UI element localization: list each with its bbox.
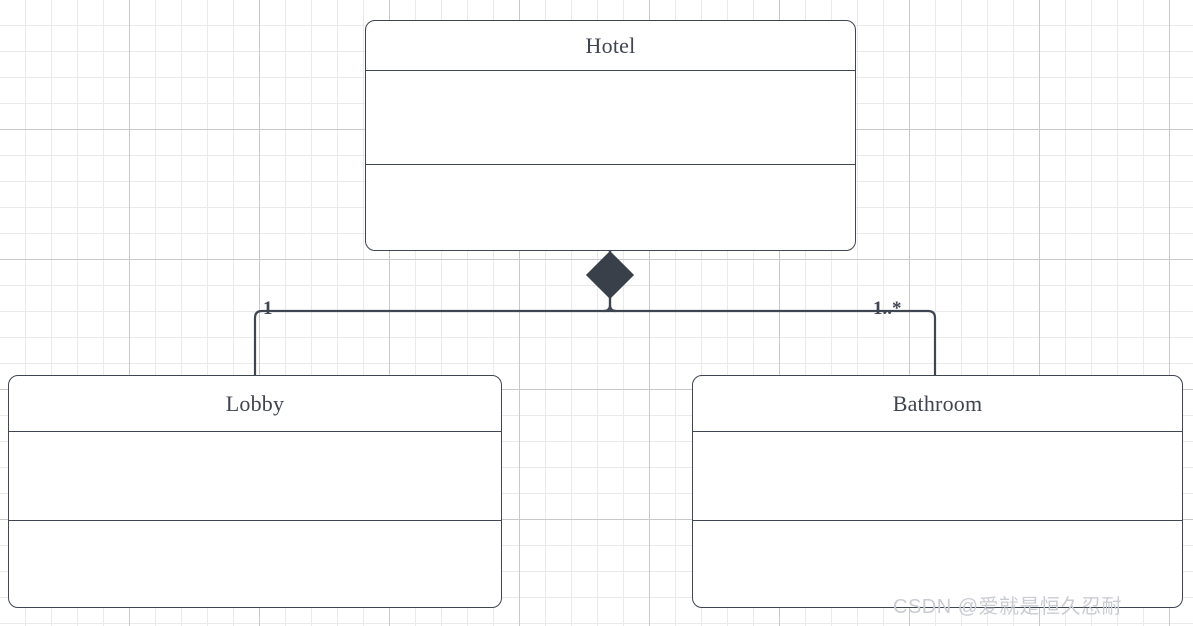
uml-class-hotel[interactable]: Hotel — [365, 20, 856, 251]
uml-class-lobby-title: Lobby — [9, 376, 501, 432]
uml-class-hotel-operations — [366, 165, 855, 250]
multiplicity-label-bathroom: 1..* — [873, 298, 902, 319]
multiplicity-label-lobby: 1 — [263, 298, 273, 319]
uml-class-lobby-operations — [9, 521, 501, 607]
csdn-watermark: CSDN @爱就是恒久忍耐 — [893, 596, 1123, 618]
composition-stem-right — [608, 250, 617, 313]
uml-class-lobby[interactable]: Lobby — [8, 375, 502, 608]
composition-diamond-icon — [585, 250, 635, 300]
uml-class-hotel-attributes — [366, 71, 855, 165]
uml-class-lobby-attributes — [9, 432, 501, 521]
uml-class-bathroom-attributes — [693, 432, 1182, 521]
composition-stem — [603, 250, 612, 313]
uml-class-hotel-title: Hotel — [366, 21, 855, 71]
connector-hotel-lobby — [253, 309, 610, 375]
connector-hotel-bathroom — [610, 309, 937, 375]
uml-class-bathroom-title: Bathroom — [693, 376, 1182, 432]
uml-class-bathroom[interactable]: Bathroom — [692, 375, 1183, 608]
